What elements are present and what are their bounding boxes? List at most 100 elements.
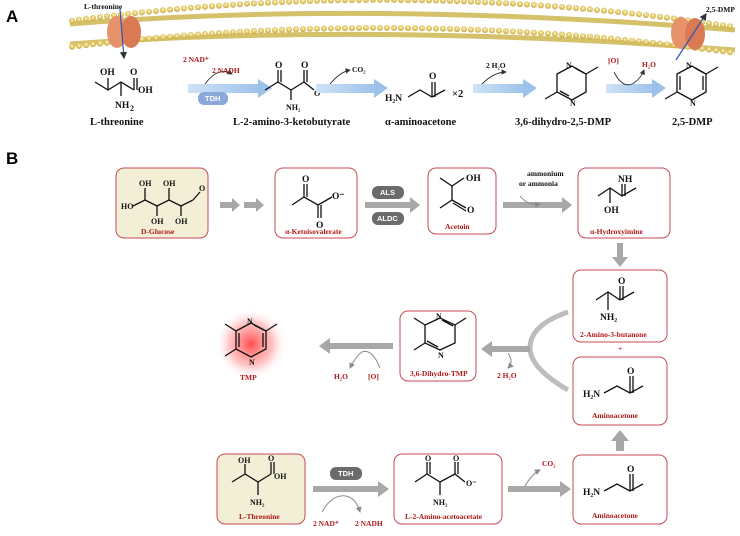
- plus-sign: +: [618, 344, 622, 353]
- svg-text:O: O: [130, 68, 137, 78]
- lipid-head: [566, 32, 572, 38]
- lipid-head: [181, 32, 187, 39]
- svg-text:O: O: [467, 206, 474, 216]
- oxidation-arrow: [319, 338, 393, 354]
- b-co2-label: CO₂: [542, 459, 556, 468]
- acetoin-box: [427, 167, 497, 235]
- a-compound-1-label: L-threonine: [90, 117, 144, 128]
- lipid-head: [209, 3, 215, 10]
- lipid-head: [517, 1, 523, 8]
- lipid-head: [356, 25, 362, 31]
- lipid-head: [76, 42, 82, 49]
- als-label: ALS: [380, 188, 395, 197]
- lipid-head: [629, 10, 635, 17]
- a-tdh-enzyme: [198, 92, 228, 105]
- lipid-head: [174, 6, 180, 12]
- lipid-head: [608, 35, 614, 42]
- lipid-head: [328, 25, 334, 32]
- lipid-head: [167, 6, 173, 13]
- lipid-head: [468, 26, 474, 33]
- lipid-head: [706, 20, 712, 27]
- svg-text:OH: OH: [100, 68, 115, 78]
- hydroxyimine-label: α-Hydroxyimine: [590, 227, 643, 236]
- lipid-head: [69, 17, 75, 24]
- svg-text:N: N: [570, 99, 576, 108]
- lipid-head: [356, 0, 362, 3]
- lipid-head: [314, 25, 320, 32]
- lipid-head: [482, 27, 488, 34]
- lipid-head: [615, 9, 621, 15]
- lipid-head: [461, 0, 467, 5]
- lipid-head: [433, 0, 439, 4]
- lipid-head: [587, 33, 593, 40]
- lipid-head: [706, 46, 712, 53]
- aminobutanone-box: [572, 269, 668, 343]
- ketoisovalerate-structure: O O O⁻: [291, 175, 344, 231]
- svg-text:OH: OH: [139, 179, 152, 188]
- import-label: L-threonine: [84, 2, 123, 11]
- aminoacetone-bottom-label: Aminoacetone: [592, 511, 638, 520]
- lipid-head: [657, 40, 663, 47]
- lipid-head: [587, 6, 593, 13]
- glucose-arrow-2: [244, 198, 264, 212]
- aminobutanone-label: 2-Amino-3-butanone: [580, 330, 647, 339]
- panel-a-letter: A: [6, 7, 18, 26]
- lipid-head: [384, 24, 390, 31]
- lipid-head: [286, 0, 292, 5]
- lipid-head: [657, 13, 663, 20]
- glucose-structure: HO OH OH OH OH O: [121, 179, 205, 226]
- lipid-head: [447, 0, 453, 4]
- lipid-head: [510, 0, 516, 7]
- lipid-head: [398, 0, 404, 3]
- lipid-head: [83, 42, 89, 49]
- lipid-head: [335, 0, 341, 4]
- lipid-head: [503, 0, 509, 7]
- svg-text:N: N: [690, 99, 696, 108]
- lipid-head: [153, 8, 159, 14]
- lipid-head: [503, 28, 509, 35]
- lipid-head: [328, 0, 334, 4]
- lipid-head: [608, 8, 614, 15]
- lipid-head: [342, 25, 348, 32]
- svg-text:O: O: [302, 175, 309, 185]
- tmp-structure: N N: [224, 317, 278, 367]
- b-nad-label: 2 NAD⁺: [313, 519, 339, 528]
- lipid-head: [69, 43, 75, 50]
- lipid-head: [300, 0, 306, 5]
- aldc-label: ALDC: [377, 214, 398, 223]
- svg-text:N: N: [686, 61, 692, 70]
- lipid-head: [293, 0, 299, 5]
- lipid-head: [573, 32, 579, 39]
- lipid-head: [223, 29, 229, 36]
- lipid-head: [104, 13, 110, 20]
- lipid-head: [440, 0, 446, 4]
- lipid-head: [538, 30, 544, 37]
- lipid-head: [489, 27, 495, 34]
- lipid-head: [363, 24, 369, 31]
- lipid-head: [370, 24, 376, 31]
- svg-text:NH₂: NH₂: [250, 498, 265, 507]
- svg-text:N: N: [436, 312, 442, 321]
- a-nadh-label: 2 NADH: [212, 66, 240, 75]
- acetoin-structure: OH O: [439, 174, 481, 216]
- lipid-head: [321, 25, 327, 32]
- lipid-head: [90, 41, 96, 48]
- aminoacetone-top-label: Aminoacetone: [592, 411, 638, 420]
- lipid-head: [559, 4, 565, 10]
- lipid-head: [524, 29, 530, 36]
- lipid-head: [601, 34, 607, 41]
- aminoacetone-bottom-box: [572, 454, 668, 525]
- lipid-head: [559, 31, 565, 38]
- lipid-head: [286, 26, 292, 33]
- svg-text:O: O: [618, 277, 625, 287]
- lipid-head: [566, 4, 572, 11]
- lipid-head: [580, 5, 586, 12]
- svg-text:H₂N: H₂N: [583, 390, 600, 400]
- lipid-head: [398, 25, 404, 31]
- threonine-box: [216, 453, 306, 525]
- svg-text:O: O: [199, 184, 205, 193]
- co2-arrow: [508, 481, 571, 497]
- svg-text:N: N: [247, 317, 253, 326]
- a-arrow-2: [316, 84, 376, 93]
